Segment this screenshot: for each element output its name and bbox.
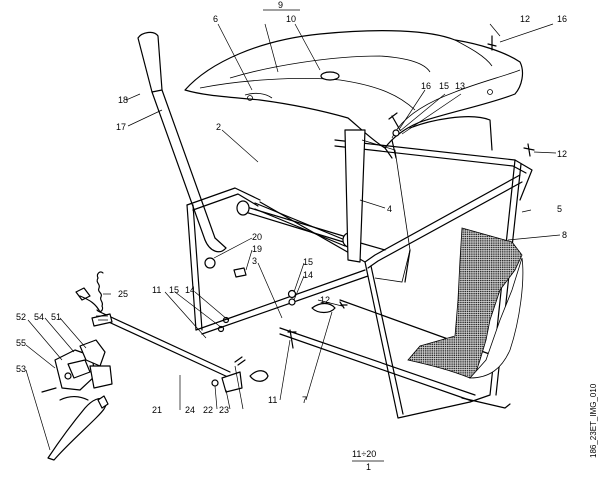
callout-15: 15: [169, 285, 179, 295]
callout-53: 53: [16, 364, 26, 374]
callout-3: 3: [252, 256, 257, 266]
catcher-handle: [137, 31, 227, 253]
lid-vent-10: [320, 71, 340, 81]
mesh-panel: [407, 227, 524, 379]
callout-24: 24: [185, 405, 195, 415]
callout-51: 51: [51, 312, 61, 322]
spring-25: [96, 271, 104, 313]
callout-22: 22: [203, 405, 213, 415]
callout-17: 17: [116, 122, 126, 132]
callout-4: 4: [387, 204, 392, 214]
callout-6: 6: [213, 14, 218, 24]
callout-14: 14: [185, 285, 195, 295]
callout-11: 11: [268, 395, 277, 405]
callout-12: 12: [557, 149, 567, 159]
leader-lines: [25, 9, 561, 462]
frame-hardware: [204, 35, 535, 349]
callout-11: 11: [152, 285, 161, 295]
callout-16: 16: [557, 14, 567, 24]
callout-54: 54: [34, 312, 44, 322]
image-code: 186_23ET_IMG_010: [589, 383, 598, 458]
callout-52: 52: [16, 312, 26, 322]
callout-13: 13: [455, 81, 465, 91]
latch-assembly: [41, 339, 113, 401]
callout-15: 15: [439, 81, 449, 91]
grass-catcher-lid: [184, 30, 524, 159]
diagram-footer: 11÷20 1: [352, 449, 376, 472]
callout-12: 12: [520, 14, 530, 24]
callout-16: 16: [421, 81, 431, 91]
callout-2: 2: [216, 122, 221, 132]
footer-range-label: 11÷20: [352, 449, 376, 459]
callout-5: 5: [557, 204, 562, 214]
callout-55: 55: [16, 338, 26, 348]
callout-12: 12: [320, 295, 330, 305]
callout-19: 19: [252, 244, 262, 254]
lever-53: [47, 395, 109, 461]
callout-14: 14: [303, 270, 313, 280]
callout-8: 8: [562, 230, 567, 240]
footer-group-number: 1: [366, 462, 371, 472]
callout-10: 10: [286, 14, 296, 24]
callout-23: 23: [219, 405, 229, 415]
callout-21: 21: [152, 405, 162, 415]
callout-25: 25: [118, 289, 128, 299]
callout-20: 20: [252, 232, 262, 242]
callout-18: 18: [118, 95, 128, 105]
callout-9: 9: [278, 0, 283, 10]
bag-body: [344, 129, 411, 283]
callout-labels: 9 10 6 12 16 18 17 2 16 15 13 12 5 4 8 2…: [16, 0, 567, 415]
release-rod-assembly: [75, 287, 269, 393]
callout-15: 15: [303, 257, 313, 267]
callout-7: 7: [302, 395, 307, 405]
